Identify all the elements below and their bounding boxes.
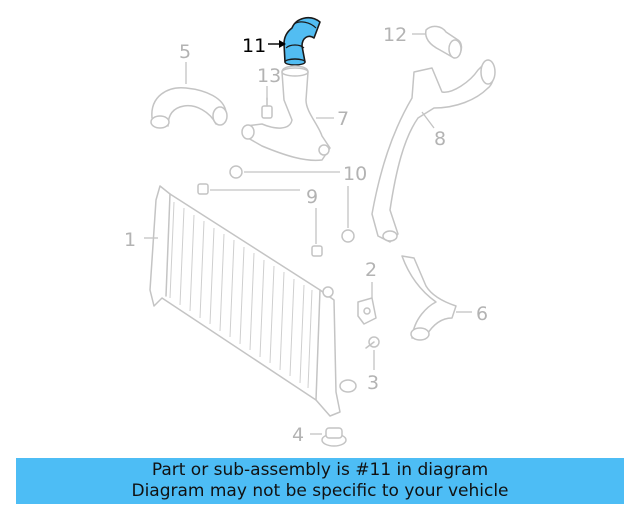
part-4-cap[interactable]: [321, 427, 347, 447]
callout-10: 10: [343, 163, 367, 185]
part-5-hose[interactable]: [150, 87, 228, 129]
part-9-bolt[interactable]: [197, 183, 323, 257]
part-7-pipe[interactable]: [241, 65, 331, 162]
part-13-bolt[interactable]: [261, 97, 273, 119]
callout-5: 5: [179, 41, 191, 63]
part-info-banner: Part or sub-assembly is #11 in diagram D…: [16, 458, 624, 504]
part-1-intercooler[interactable]: [149, 185, 357, 417]
callout-2: 2: [365, 259, 377, 281]
callout-9: 9: [306, 186, 318, 208]
part-11-hose[interactable]: [283, 16, 321, 66]
parts-diagram: 1 2 3 4 5 6 7 8 9 10 11 12 13: [124, 16, 496, 447]
callout-4: 4: [292, 424, 304, 446]
part-10-nut[interactable]: [229, 165, 355, 243]
banner-line-1: Part or sub-assembly is #11 in diagram: [151, 460, 489, 480]
callout-11: 11: [242, 35, 266, 57]
part-8-pipe[interactable]: [371, 59, 496, 243]
part-12-hose[interactable]: [424, 25, 463, 59]
callout-6: 6: [476, 303, 488, 325]
callout-1: 1: [124, 229, 136, 251]
callout-8: 8: [434, 128, 446, 150]
callout-12: 12: [383, 24, 407, 46]
callout-3: 3: [367, 372, 379, 394]
callout-7: 7: [337, 108, 349, 130]
part-6-hose[interactable]: [401, 255, 457, 341]
banner-line-2: Diagram may not be specific to your vehi…: [131, 481, 509, 501]
callout-13: 13: [257, 65, 281, 87]
part-2-bracket[interactable]: [357, 297, 377, 325]
part-3-screw[interactable]: [365, 336, 380, 349]
